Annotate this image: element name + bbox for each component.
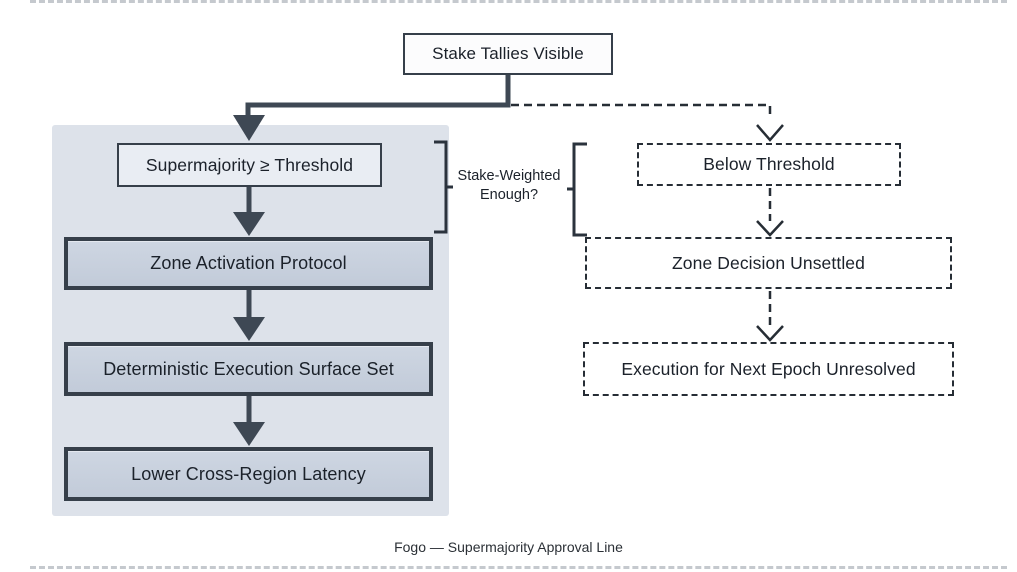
- bracket-left: [434, 140, 453, 234]
- node-deterministic-execution-surface: Deterministic Execution Surface Set: [64, 342, 433, 396]
- node-supermajority-threshold: Supermajority ≥ Threshold: [117, 143, 382, 187]
- diagram-caption: Fogo — Supermajority Approval Line: [394, 539, 623, 555]
- node-zone-decision-unsettled: Zone Decision Unsettled: [585, 237, 952, 289]
- dashed-connector-elbow: [511, 103, 772, 118]
- dashed-arrowhead-into-execution-unresolved: [756, 325, 784, 342]
- node-lower-cross-region-latency: Lower Cross-Region Latency: [64, 447, 433, 501]
- dashed-arrowhead-into-below-threshold: [756, 124, 784, 142]
- decision-question-label: Stake-Weighted Enough?: [457, 168, 561, 203]
- node-stake-tallies-visible: Stake Tallies Visible: [403, 33, 613, 75]
- node-below-threshold: Below Threshold: [637, 143, 901, 186]
- bracket-right: [567, 142, 587, 237]
- bottom-edge-dashed-artifact: [30, 566, 1007, 569]
- node-execution-next-epoch-unresolved: Execution for Next Epoch Unresolved: [583, 342, 954, 396]
- dashed-arrowhead-into-zone-unsettled: [756, 220, 784, 237]
- solid-connector-elbow: [245, 75, 511, 117]
- node-zone-activation-protocol: Zone Activation Protocol: [64, 237, 433, 290]
- arrowhead-into-supermajority: [233, 115, 265, 141]
- arrowhead-into-zone-activation: [233, 212, 265, 236]
- arrowhead-into-deterministic-execution: [233, 317, 265, 341]
- top-edge-dashed-artifact: [30, 0, 1007, 3]
- arrowhead-into-lower-latency: [233, 422, 265, 446]
